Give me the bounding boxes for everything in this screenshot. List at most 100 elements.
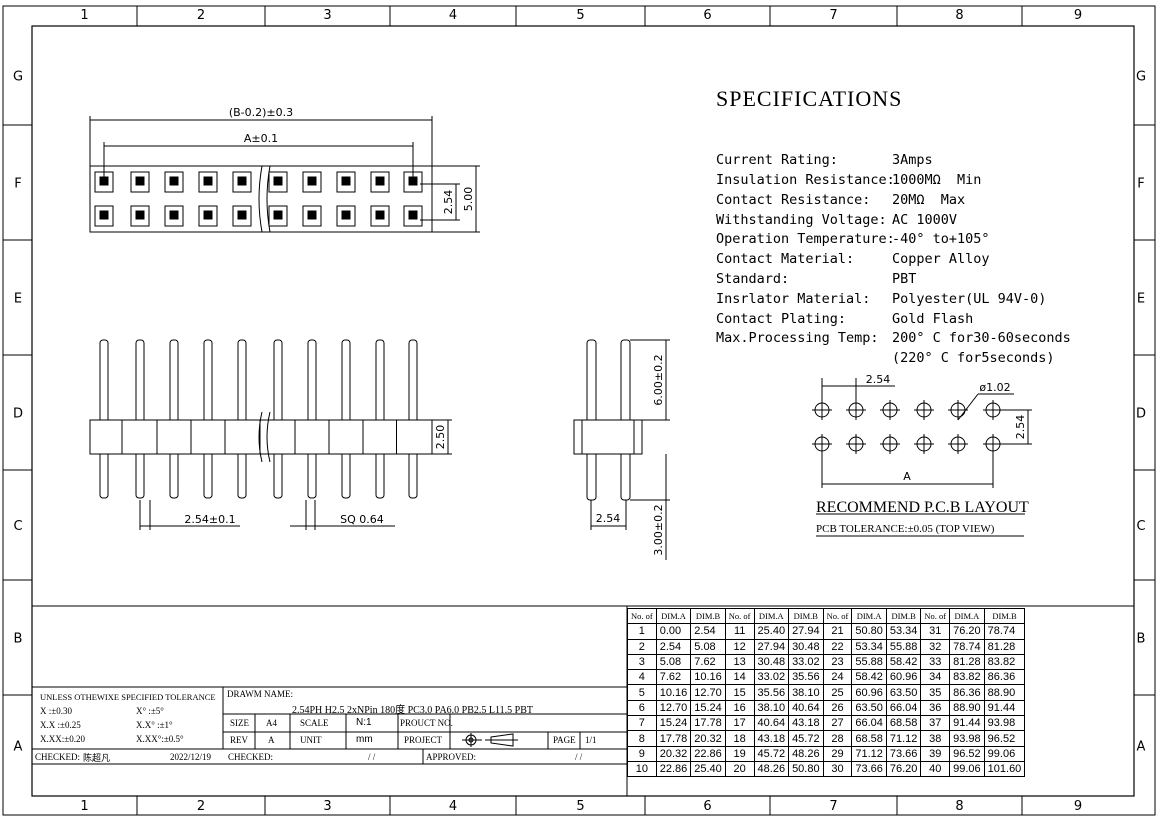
spec-label: Insulation Resistance:: [716, 171, 895, 188]
table-cell: 15: [724, 684, 755, 701]
table-header: DIM.B: [885, 607, 922, 625]
page-label: PAGE: [553, 735, 576, 745]
row-label: C: [1136, 519, 1145, 534]
row-label: A: [14, 740, 23, 755]
table-cell: 43.18: [788, 715, 824, 732]
table-cell: 9: [627, 745, 657, 762]
spec-label: Contact Resistance:: [716, 191, 871, 208]
pin: [237, 339, 247, 499]
spec-row: Contact Material:Copper Alloy: [716, 250, 1071, 270]
table-header: DIM.A: [949, 607, 985, 625]
row-label: B: [1137, 632, 1146, 647]
side-view: [573, 339, 670, 560]
pcb-hole: ø1.02: [979, 381, 1010, 394]
table-cell: 50.80: [788, 760, 824, 778]
table-cell: 2.54: [655, 638, 692, 655]
table-cell: 58.42: [885, 653, 922, 671]
table-cell: 93.98: [949, 730, 985, 747]
table-cell: 39: [920, 745, 951, 762]
spec-row: Withstanding Voltage:AC 1000V: [716, 211, 1071, 231]
table-cell: 7.62: [690, 653, 726, 671]
table-cell: 73.66: [851, 760, 887, 778]
column-label: 4: [449, 799, 457, 814]
table-cell: 40.64: [753, 715, 790, 732]
pin: [99, 339, 109, 499]
pcb-row-pitch: 2.54: [1014, 415, 1027, 440]
table-cell: 37: [920, 715, 951, 732]
table-cell: 60.96: [851, 684, 887, 701]
size-label: SIZE: [230, 718, 249, 728]
table-cell: 78.74: [949, 638, 985, 655]
specifications-title: SPECIFICATIONS: [716, 85, 903, 111]
table-cell: 33.02: [788, 653, 824, 671]
pin-square: [341, 210, 351, 220]
table-cell: 32: [920, 638, 951, 655]
pin-cell: [370, 205, 390, 227]
spec-label: Operation Temperature:: [716, 231, 895, 248]
unit-label: UNIT: [300, 735, 322, 745]
pin: [135, 339, 145, 499]
pin-cell: [164, 205, 184, 227]
table-cell: 68.58: [851, 730, 887, 747]
spec-value: (220° C for5seconds): [892, 350, 1055, 367]
table-cell: 88.90: [949, 699, 985, 717]
table-cell: 30.48: [788, 638, 824, 655]
pin: [203, 339, 213, 499]
table-cell: 15.24: [690, 699, 726, 717]
table-cell: 25: [822, 684, 853, 701]
column-label: 3: [323, 799, 331, 814]
checked2-label: CHECKED:: [228, 752, 273, 762]
pin-square: [237, 176, 247, 186]
dim-sq: SQ 0.64: [340, 513, 384, 526]
table-cell: 16: [724, 699, 755, 717]
spec-value: 200° C for30-60seconds: [892, 330, 1071, 347]
table-cell: 45.72: [788, 730, 824, 747]
table-cell: 27.94: [788, 623, 824, 640]
tolerance-1b: X° :±5°: [136, 706, 164, 716]
rev-label: REV: [230, 735, 248, 745]
table-header: No. of: [920, 607, 951, 625]
table-cell: 19: [724, 745, 755, 762]
pin: [341, 339, 351, 499]
rev-value: A: [268, 735, 275, 745]
table-cell: 40: [920, 760, 951, 778]
pin-square: [273, 176, 283, 186]
table-cell: 91.44: [949, 715, 985, 732]
table-header: No. of: [724, 607, 755, 625]
table-cell: 20.32: [690, 730, 726, 747]
pin-cell: [232, 171, 252, 193]
dim-overall: (B-0.2)±0.3: [229, 106, 293, 119]
table-cell: 35: [920, 684, 951, 701]
pin-cell: [198, 205, 218, 227]
table-cell: 81.28: [949, 653, 985, 671]
table-cell: 12.70: [690, 684, 726, 701]
table-cell: 35.56: [788, 669, 824, 686]
table-cell: 18: [724, 730, 755, 747]
spec-value: Copper Alloy: [892, 251, 990, 268]
pin: [408, 339, 418, 499]
spec-row: Operation Temperature:-40° to+105°: [716, 230, 1071, 250]
table-cell: 1: [627, 623, 657, 640]
pin-square: [203, 210, 213, 220]
table-cell: 30.48: [753, 653, 790, 671]
table-cell: 20.32: [655, 745, 692, 762]
spec-row: Contact Plating:Gold Flash: [716, 310, 1071, 330]
table-cell: 78.74: [983, 623, 1026, 640]
title-block: [32, 605, 1134, 796]
row-label: B: [14, 632, 23, 647]
pin-cell: [403, 205, 423, 227]
pin-square: [237, 210, 247, 220]
pin-cell: [370, 171, 390, 193]
project-label: PROJECT: [404, 735, 443, 745]
pin-cell: [198, 171, 218, 193]
table-header: DIM.A: [851, 607, 887, 625]
checked-date: 2022/12/19: [170, 752, 212, 762]
table-cell: 15.24: [655, 715, 692, 732]
table-cell: 20: [724, 760, 755, 778]
pcb-a-label: A: [903, 470, 911, 483]
table-cell: 88.90: [983, 684, 1026, 701]
